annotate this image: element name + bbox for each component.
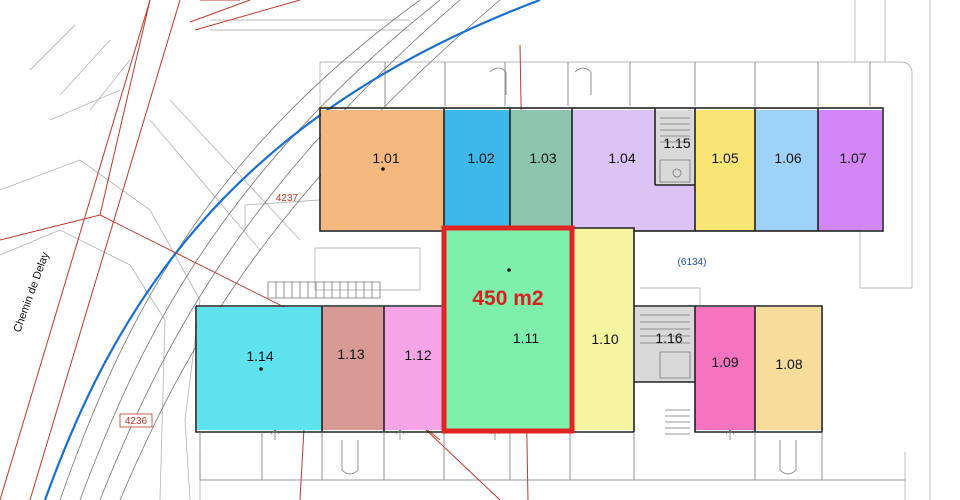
unit-1-12	[384, 307, 444, 430]
unit-1-16	[634, 307, 695, 382]
street-label: Chemin de Delay	[12, 250, 52, 334]
unit-1-11	[444, 228, 572, 430]
unit-1-13	[322, 307, 384, 430]
plot-label: (6134)	[678, 257, 707, 268]
unit-1-04	[572, 110, 655, 230]
unit-1-06	[755, 110, 818, 230]
site-outlines	[0, 0, 931, 500]
unit-1-09	[695, 307, 755, 430]
unit-label-1-09: 1.09	[711, 354, 738, 370]
unit-label-1-13: 1.13	[337, 346, 364, 362]
unit-labels: 1.01 1.02 1.03 1.04 1.15 1.05 1.06 1.07 …	[246, 135, 866, 372]
lower-wing	[195, 167, 905, 481]
unit-label-1-03: 1.03	[529, 150, 556, 166]
unit-label-1-02: 1.02	[467, 150, 494, 166]
unit-label-1-10: 1.10	[591, 331, 618, 347]
unit-label-1-15: 1.15	[663, 135, 690, 151]
parcel-label-4237: 4237	[276, 193, 299, 204]
unit-label-1-11: 1.11	[513, 330, 539, 346]
blue-road-line	[43, 0, 541, 500]
highlight-frame	[441, 225, 575, 434]
unit-label-1-01: 1.01	[372, 150, 399, 166]
upper-wing	[319, 62, 884, 232]
unit-1-04-lower	[655, 185, 695, 230]
unit-1-03	[510, 110, 572, 230]
unit-label-1-16: 1.16	[655, 330, 682, 346]
unit-label-1-05: 1.05	[711, 150, 738, 166]
unit-label-1-06: 1.06	[774, 150, 801, 166]
unit-1-02	[444, 110, 510, 230]
unit-1-07	[818, 110, 882, 230]
unit-1-08	[755, 307, 821, 430]
unit-label-1-07: 1.07	[839, 150, 866, 166]
unit-1-05	[695, 110, 755, 230]
unit-1-10	[572, 228, 634, 430]
road-lines	[43, 0, 541, 500]
unit-label-1-04: 1.04	[608, 150, 635, 166]
area-label: 450 m2	[472, 287, 543, 310]
unit-label-1-12: 1.12	[404, 347, 431, 363]
unit-label-1-08: 1.08	[775, 356, 802, 372]
unit-1-15	[655, 110, 695, 185]
parcel-label-4236: 4236	[125, 416, 148, 427]
unit-label-1-14: 1.14	[246, 348, 273, 364]
